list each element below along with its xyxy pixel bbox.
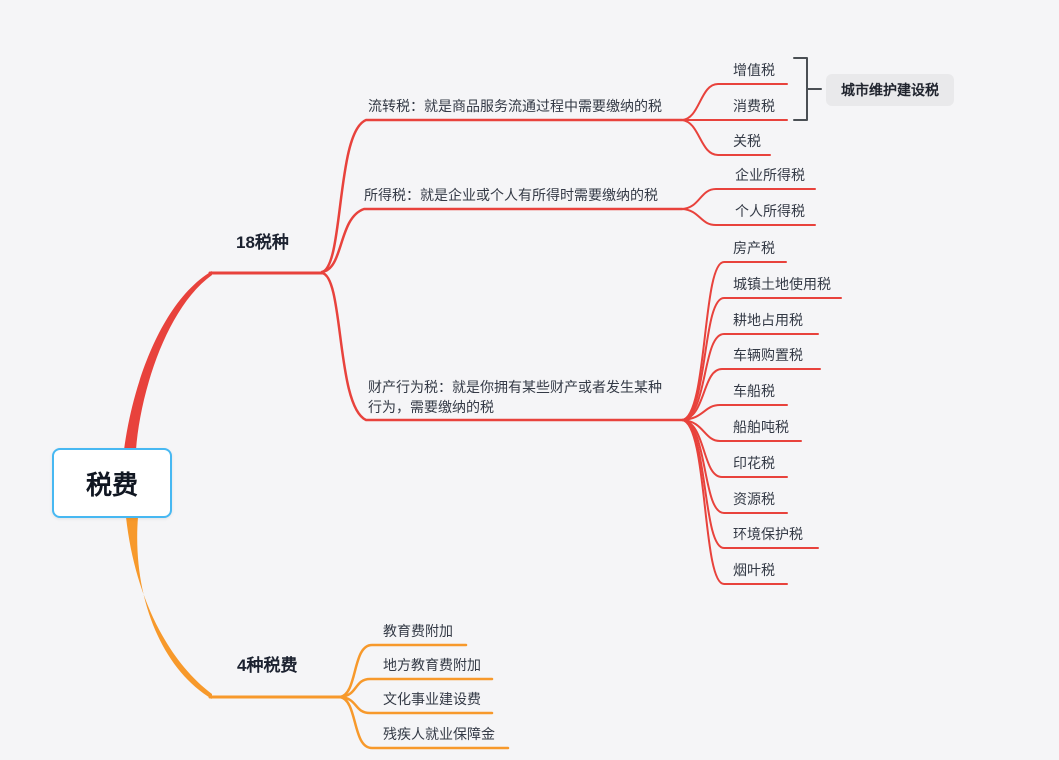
topic-suodeshui[interactable]: 所得税：就是企业或个人有所得时需要缴纳的税 xyxy=(364,187,658,203)
leaf-yinhuashui[interactable]: 印花税 xyxy=(733,455,775,471)
leaf-ziyuanshui[interactable]: 资源税 xyxy=(733,491,775,507)
topic-caichanxingweishui[interactable]: 财产行为税：就是你拥有某些财产或者发生某种行为，需要缴纳的税 xyxy=(368,379,662,415)
topic-caichan-line xyxy=(320,271,684,422)
branch-18-taper xyxy=(124,271,212,450)
leaf-chechuan-line xyxy=(681,404,788,421)
leaf-canjirenjiuye[interactable]: 残疾人就业保障金 xyxy=(383,726,495,742)
leaf-gerensuodeshui[interactable]: 个人所得税 xyxy=(735,203,805,219)
leaf-cheliang-line xyxy=(681,368,821,421)
leaf-chengzhentudi-line xyxy=(681,297,842,421)
branch-label-4zhongshuifei[interactable]: 4种税费 xyxy=(237,656,298,675)
leaf-guanshui-line xyxy=(681,119,771,156)
leaf-yanyeshui[interactable]: 烟叶税 xyxy=(733,562,775,578)
leaf-qiyesuodeshui-line xyxy=(681,188,816,210)
leaf-chuanbodunshui[interactable]: 船舶吨税 xyxy=(733,419,789,435)
topic-liuzhuanshui[interactable]: 流转税：就是商品服务流通过程中需要缴纳的税 xyxy=(368,98,662,114)
leaf-difangjiaoyufujia[interactable]: 地方教育费附加 xyxy=(383,657,481,673)
leaf-chengzhentudi[interactable]: 城镇土地使用税 xyxy=(733,276,831,292)
callout-bracket xyxy=(793,57,808,121)
leaf-zengzhishui-line xyxy=(681,83,788,121)
root-node-shuifei[interactable]: 税费 xyxy=(52,448,172,518)
leaf-chelianggouzhi[interactable]: 车辆购置税 xyxy=(733,347,803,363)
leaf-xiaofeishui[interactable]: 消费税 xyxy=(733,98,775,114)
leaf-gengdi-line xyxy=(681,333,819,421)
leaf-guanshui[interactable]: 关税 xyxy=(733,133,761,149)
branch-label-18shuizhong[interactable]: 18税种 xyxy=(236,233,289,252)
leaf-jiaoyufei-line xyxy=(338,643,468,699)
leaf-difangjiaoyu-line xyxy=(338,677,494,699)
leaf-wenhuashiye[interactable]: 文化事业建设费 xyxy=(383,691,481,707)
branch-4-taper xyxy=(126,517,212,699)
leaf-gerensuodeshui-line xyxy=(681,208,816,226)
leaf-qiyesuodeshui[interactable]: 企业所得税 xyxy=(735,167,805,183)
leaf-gengdizhanyong[interactable]: 耕地占用税 xyxy=(733,312,803,328)
leaf-jiaoyufeifujia[interactable]: 教育费附加 xyxy=(383,623,453,639)
leaf-fangchanshui[interactable]: 房产税 xyxy=(733,240,775,256)
topic-suode-line xyxy=(320,207,684,274)
leaf-chechuanshui[interactable]: 车船税 xyxy=(733,383,775,399)
leaf-zengzhishui[interactable]: 增值税 xyxy=(733,62,775,78)
topic-liuzhuan-line xyxy=(320,118,684,274)
leaf-canjiren-line xyxy=(338,695,510,750)
leaf-yanye-line xyxy=(681,419,788,585)
callout-chengshiweihu[interactable]: 城市维护建设税 xyxy=(826,74,954,106)
leaf-huanjingbaohu[interactable]: 环境保护税 xyxy=(733,526,803,542)
